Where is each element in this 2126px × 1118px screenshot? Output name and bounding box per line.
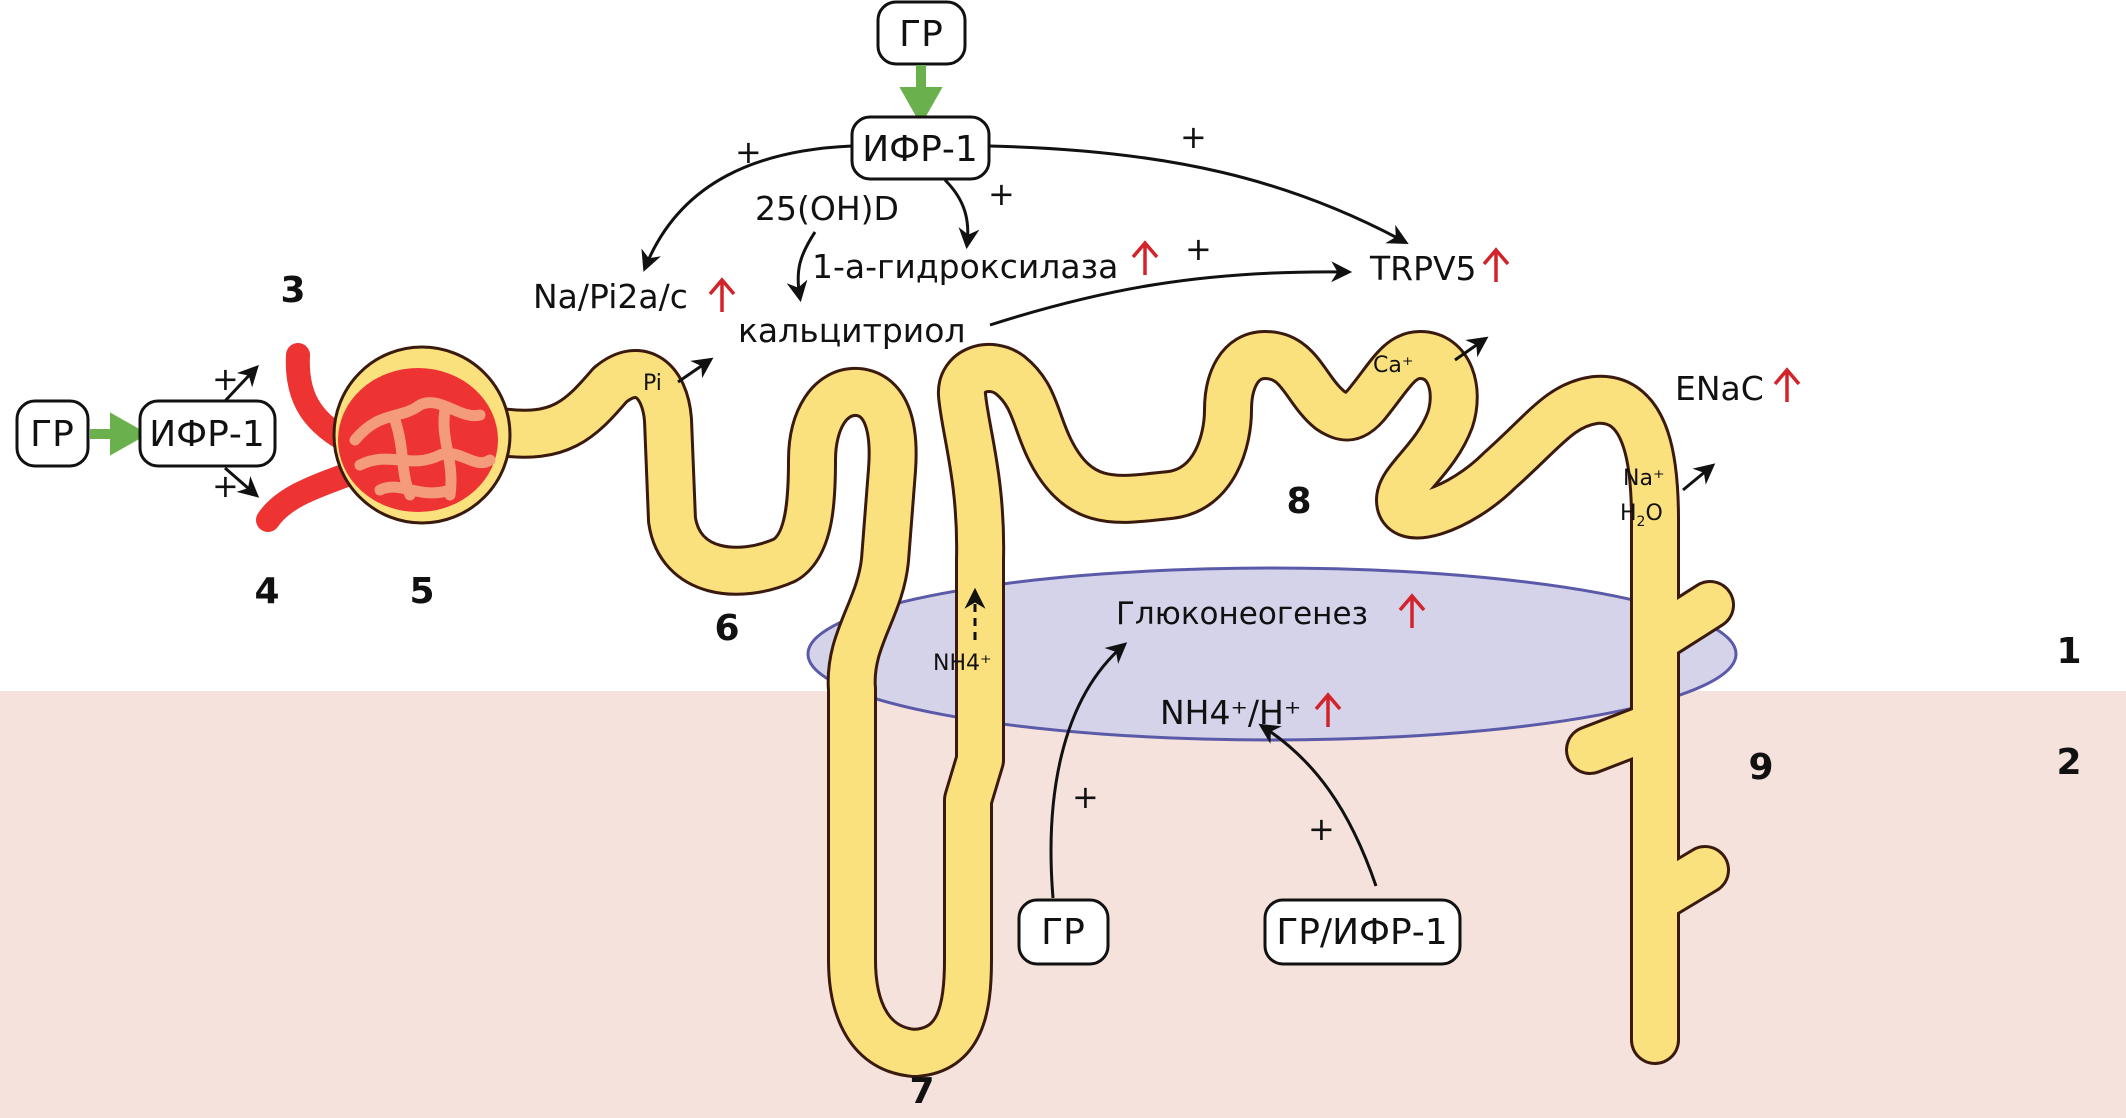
h2o-label: H2O: [1620, 501, 1663, 530]
label-9: 9: [1748, 747, 1773, 788]
ca-label: Ca⁺: [1373, 353, 1413, 378]
nh4-h-increase-icon: [1314, 692, 1342, 727]
label-3: 3: [280, 270, 305, 311]
bottom-gh-label: ГР: [1041, 912, 1085, 953]
plus-hydroxylase: +: [988, 175, 1015, 213]
gluconeogenesis-increase-icon: [1398, 593, 1426, 628]
arrow-calcitriol-to-trpv5: [989, 261, 1353, 327]
top-igf1-label: ИФР-1: [862, 129, 978, 170]
label-5: 5: [409, 571, 434, 612]
label-7: 7: [909, 1071, 934, 1112]
label-4: 4: [254, 571, 279, 612]
napi-increase-icon: [708, 277, 736, 312]
arrow-vitd-to-calcitriol: [786, 231, 817, 303]
gluconeogenesis-label: Глюконеогенез: [1116, 596, 1368, 632]
enac-label: ENaC: [1675, 369, 1764, 408]
plus-nh4: +: [1308, 810, 1335, 848]
plus-napi: +: [735, 133, 762, 171]
label-1-cortex: 1: [2056, 631, 2081, 672]
label-8: 8: [1286, 481, 1311, 522]
arrow-na-out: [1682, 463, 1716, 492]
plus-trpv5: +: [1180, 118, 1207, 156]
trpv5-increase-icon: [1482, 247, 1510, 282]
plus-signs: + + + + + + + +: [212, 118, 1335, 848]
napi-label: Na/Pi2a/c: [533, 277, 688, 316]
top-igf1-box: ИФР-1: [850, 115, 991, 181]
arrow-igf1-to-trpv5: [988, 144, 1409, 244]
plus-left-up: +: [212, 360, 239, 398]
na-label: Na⁺: [1623, 466, 1665, 491]
arrow-ca-out: [1454, 336, 1489, 362]
label-2-medulla: 2: [2056, 742, 2081, 783]
top-gh-box: ГР: [876, 0, 967, 66]
nh4-h-label: NH4⁺/H⁺: [1160, 693, 1301, 732]
enac-increase-icon: [1773, 367, 1801, 402]
top-gh-label: ГР: [899, 14, 943, 55]
arrow-igf1-to-hydroxylase: [943, 178, 980, 250]
calcitriol-label: кальцитриол: [738, 311, 966, 350]
arrow-igf1-to-napi: [641, 144, 853, 272]
bottom-gh-box: ГР: [1017, 898, 1110, 966]
left-green-arrow: [90, 412, 149, 456]
trpv5-label: TRPV5: [1369, 249, 1477, 288]
hydroxylase-label: 1-а-гидроксилаза: [812, 247, 1118, 286]
arrow-pi-out: [677, 357, 714, 384]
left-gh-label: ГР: [30, 414, 74, 455]
nephron-tubule: [475, 330, 1735, 1078]
capillary-tuft: [338, 368, 498, 512]
arrow-left-igf1-up: [223, 364, 259, 403]
left-igf1-label: ИФР-1: [149, 414, 265, 455]
arrow-left-igf1-down: [224, 466, 260, 498]
bottom-gh-igf1-label: ГР/ИФР-1: [1276, 912, 1447, 953]
label-6: 6: [714, 608, 739, 649]
nh4-tubule-label: NH4⁺: [933, 651, 992, 676]
hydroxylase-increase-icon: [1131, 240, 1159, 275]
top-green-arrow: [899, 65, 943, 126]
pi-label: Pi: [643, 371, 662, 396]
plus-left-down: +: [212, 467, 239, 505]
left-igf1-box: ИФР-1: [138, 399, 277, 468]
bottom-gh-igf1-box: ГР/ИФР-1: [1263, 898, 1462, 966]
glomerulus: [256, 343, 512, 532]
arrow-gh-to-gluconeogenesis: [1049, 642, 1128, 899]
arrow-ghigf1-to-nh4: [1258, 723, 1378, 887]
plus-calcitriol: +: [1185, 230, 1212, 268]
plus-gluconeogenesis: +: [1072, 778, 1099, 816]
vitd-label: 25(OH)D: [755, 189, 899, 228]
left-gh-box: ГР: [15, 399, 90, 468]
